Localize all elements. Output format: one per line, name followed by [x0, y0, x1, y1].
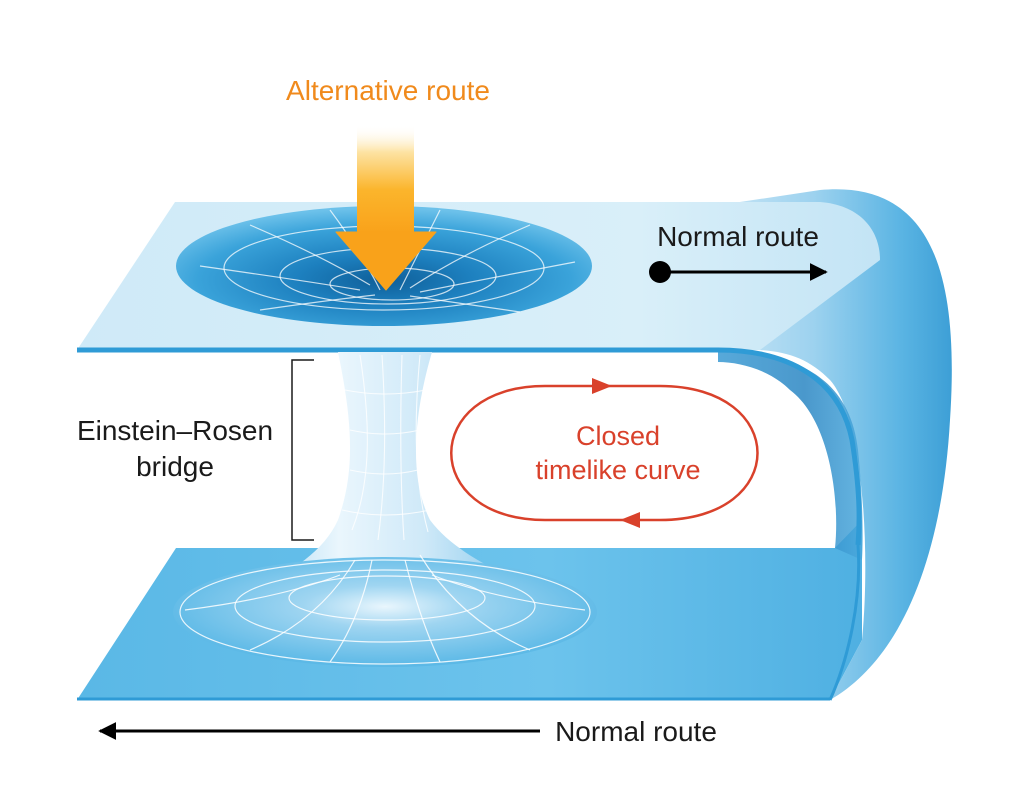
throat-grid [341, 354, 431, 541]
alternative-route-arrow [335, 125, 437, 291]
normal-route-bottom-label: Normal route [555, 716, 717, 747]
bottom-funnel-grid [179, 554, 591, 665]
normal-route-top-label: Normal route [657, 221, 819, 252]
top-funnel-grid [199, 209, 576, 313]
fold-outer-edge [828, 544, 861, 701]
ctc-arrow-top-icon [592, 378, 612, 394]
ctc-label-line2: timelike curve [535, 455, 700, 485]
alternative-route-label: Alternative route [286, 75, 490, 106]
arrow-down-icon [357, 125, 414, 233]
bridge-bracket [291, 359, 314, 541]
top-sheet-edge [77, 347, 862, 546]
closed-timelike-curve [450, 384, 759, 522]
wormhole-throat [220, 352, 560, 600]
bridge-label-line2: bridge [136, 451, 214, 482]
bottom-funnel [173, 557, 597, 667]
bridge-label-line1: Einstein–Rosen [77, 415, 273, 446]
ctc-label-line1: Closed [576, 421, 660, 451]
ctc-arrow-bottom-icon [620, 512, 640, 528]
fold-inner [718, 350, 863, 560]
